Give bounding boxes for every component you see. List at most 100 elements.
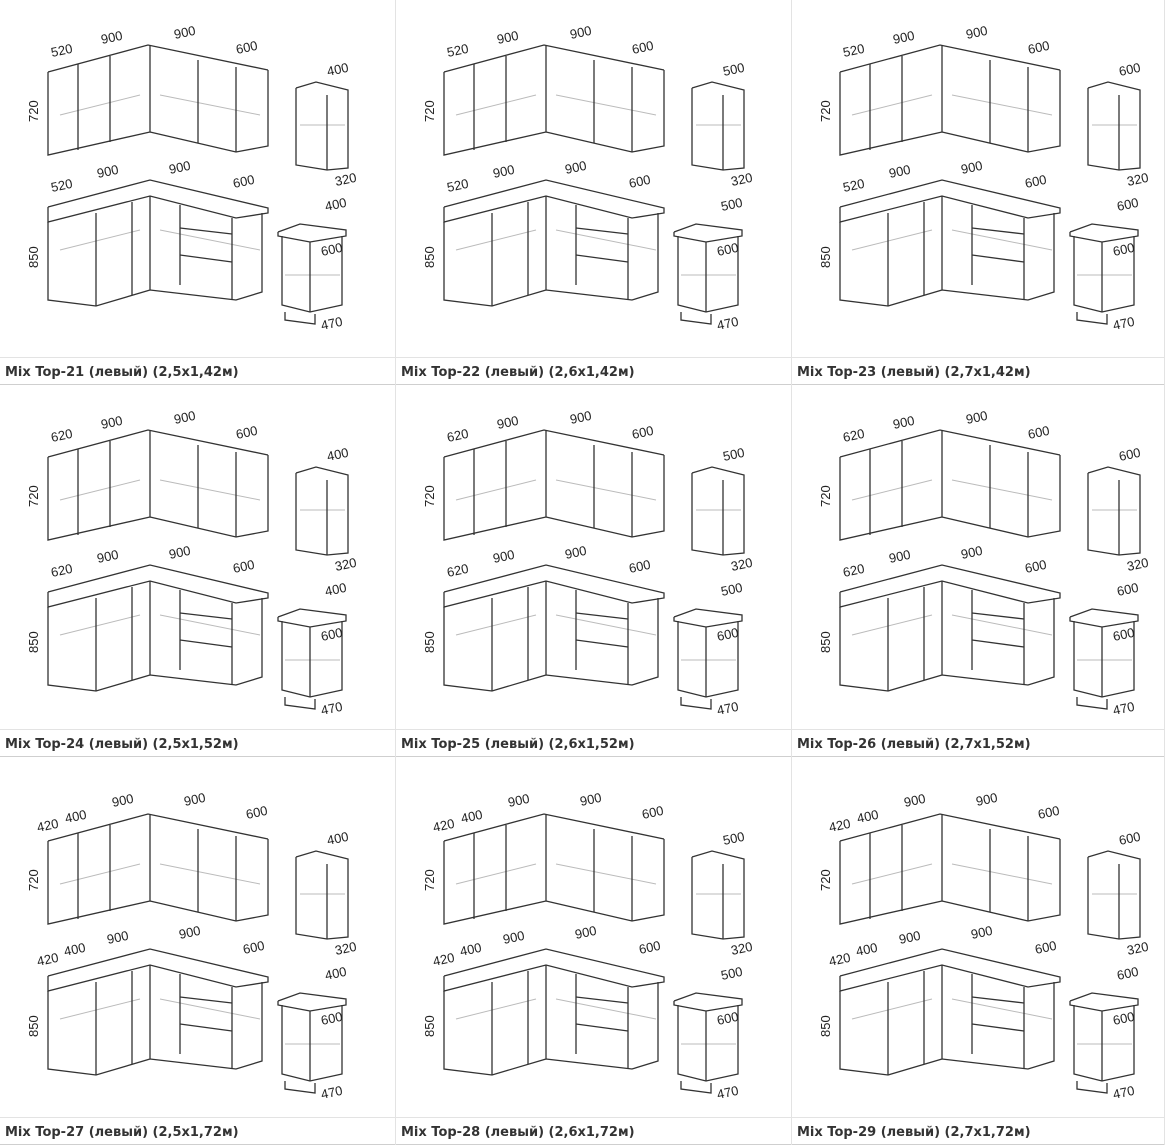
side-lower-width-label: 400: [324, 964, 348, 983]
lower-height-label: 850: [26, 631, 41, 653]
lower-width-label: 400: [63, 940, 87, 959]
product-title[interactable]: Mix Top-26 (левый) (2,7x1,52м): [792, 729, 1164, 757]
product-title[interactable]: Mix Top-24 (левый) (2,5x1,52м): [0, 729, 395, 757]
lower-width-label: 600: [232, 172, 256, 191]
upper-width-label: 900: [892, 28, 916, 47]
side-depth-label: 600: [1112, 240, 1136, 259]
product-title[interactable]: Mix Top-29 (левый) (2,7x1,72м): [792, 1117, 1164, 1145]
side-depth-label: 600: [716, 1009, 740, 1028]
upper-width-label: 600: [235, 38, 259, 57]
lower-width-label: 400: [459, 940, 483, 959]
lower-width-label: 900: [564, 158, 588, 177]
upper-width-label: 900: [496, 28, 520, 47]
side-depth-label: 600: [1112, 625, 1136, 644]
side-lower-width-label: 600: [1116, 195, 1140, 214]
upper-width-label: 620: [446, 426, 470, 445]
upper-width-label: 600: [631, 423, 655, 442]
side-upper-width-label: 600: [1118, 829, 1142, 848]
upper-width-label: 600: [631, 38, 655, 57]
lower-width-label: 600: [232, 557, 256, 576]
lower-width-label: 900: [96, 547, 120, 566]
lower-width-label: 520: [446, 176, 470, 195]
upper-width-label: 900: [569, 408, 593, 427]
side-lower-width-label: 400: [324, 580, 348, 599]
lower-height-label: 850: [422, 631, 437, 653]
lower-height-label: 850: [422, 1015, 437, 1037]
side-upper-width-label: 400: [326, 445, 350, 464]
upper-width-label: 900: [100, 28, 124, 47]
upper-depth-label: 320: [334, 939, 358, 958]
upper-width-label: 620: [842, 426, 866, 445]
lower-depth-label: 470: [716, 1083, 740, 1102]
side-upper-width-label: 600: [1118, 60, 1142, 79]
product-title[interactable]: Mix Top-21 (левый) (2,5x1,42м): [0, 357, 395, 385]
upper-depth-label: 320: [1126, 170, 1150, 189]
upper-depth-label: 320: [1126, 939, 1150, 958]
upper-height-label: 720: [422, 100, 437, 122]
side-depth-label: 600: [320, 625, 344, 644]
upper-width-label: 400: [460, 807, 484, 826]
lower-width-label: 900: [970, 923, 994, 942]
lower-width-label: 420: [828, 950, 852, 969]
lower-width-label: 600: [628, 172, 652, 191]
side-lower-width-label: 500: [720, 964, 744, 983]
upper-width-label: 900: [975, 790, 999, 809]
product-title[interactable]: Mix Top-28 (левый) (2,6x1,72м): [396, 1117, 791, 1145]
upper-width-label: 600: [235, 423, 259, 442]
upper-width-label: 520: [446, 41, 470, 60]
lower-width-label: 620: [446, 561, 470, 580]
lower-depth-label: 470: [320, 1083, 344, 1102]
lower-width-label: 900: [168, 158, 192, 177]
product-title[interactable]: Mix Top-27 (левый) (2,5x1,72м): [0, 1117, 395, 1145]
side-upper-width-label: 500: [722, 829, 746, 848]
lower-depth-label: 470: [320, 314, 344, 333]
lower-width-label: 600: [1024, 557, 1048, 576]
side-lower-width-label: 500: [720, 580, 744, 599]
lower-width-label: 600: [1024, 172, 1048, 191]
lower-width-label: 900: [888, 547, 912, 566]
lower-width-label: 900: [888, 162, 912, 181]
upper-width-label: 520: [50, 41, 74, 60]
side-depth-label: 600: [716, 240, 740, 259]
lower-width-label: 900: [960, 158, 984, 177]
upper-width-label: 900: [903, 791, 927, 810]
product-title[interactable]: Mix Top-22 (левый) (2,6x1,42м): [396, 357, 791, 385]
upper-width-label: 900: [892, 413, 916, 432]
lower-depth-label: 470: [1112, 1083, 1136, 1102]
upper-width-label: 600: [641, 803, 665, 822]
product-title[interactable]: Mix Top-25 (левый) (2,6x1,52м): [396, 729, 791, 757]
upper-height-label: 720: [818, 100, 833, 122]
product-title[interactable]: Mix Top-23 (левый) (2,7x1,42м): [792, 357, 1164, 385]
lower-width-label: 620: [50, 561, 74, 580]
lower-depth-label: 470: [320, 699, 344, 718]
lower-width-label: 900: [898, 928, 922, 947]
upper-depth-label: 320: [730, 939, 754, 958]
upper-width-label: 900: [173, 23, 197, 42]
lower-depth-label: 470: [1112, 699, 1136, 718]
lower-width-label: 900: [502, 928, 526, 947]
lower-width-label: 900: [492, 162, 516, 181]
upper-width-label: 900: [183, 790, 207, 809]
upper-height-label: 720: [26, 485, 41, 507]
upper-height-label: 720: [422, 869, 437, 891]
lower-width-label: 400: [855, 940, 879, 959]
